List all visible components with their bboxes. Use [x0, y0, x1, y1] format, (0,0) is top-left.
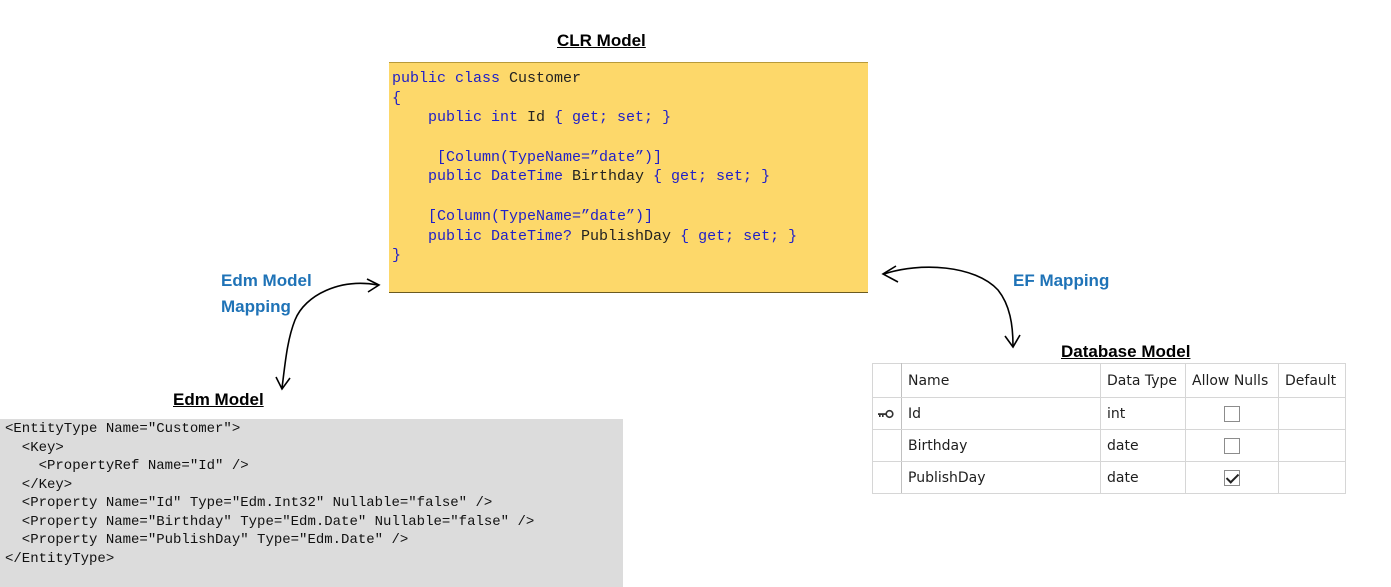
xml-line: <Property Name="Birthday" Type="Edm.Date…: [5, 513, 535, 530]
default-cell[interactable]: [1278, 429, 1346, 462]
code-line: [392, 128, 868, 148]
allow-nulls-checkbox[interactable]: [1224, 405, 1240, 422]
code-token: }: [392, 247, 402, 265]
column-header-default[interactable]: Default: [1278, 363, 1346, 398]
xml-line: <Property Name="Id" Type="Edm.Int32" Nul…: [5, 495, 493, 511]
allow-nulls-cell: [1185, 461, 1279, 494]
key-icon: [878, 409, 894, 418]
code-token: public int: [392, 109, 528, 127]
code-token: Id: [527, 109, 555, 127]
table-header-row: Name Data Type Allow Nulls Default: [872, 363, 1346, 398]
arrow-head-icon: [275, 376, 291, 391]
allow-nulls-cell: [1185, 429, 1279, 462]
code-token: public class: [392, 70, 510, 87]
database-model-heading: Database Model: [1061, 342, 1191, 361]
code-token: public DateTime: [392, 168, 573, 186]
xml-line: <EntityType Name="Customer">: [5, 421, 241, 437]
default-cell[interactable]: [1278, 461, 1346, 494]
default-cell[interactable]: [1278, 397, 1346, 430]
xml-line: <Property Name="PublishDay" Type="Edm.Da…: [5, 532, 409, 548]
code-token: { get; set; }: [680, 227, 798, 245]
code-token: [Column(TypeName=”date”)]: [392, 148, 663, 166]
data-type-cell[interactable]: date: [1100, 429, 1186, 462]
arrow-head-icon: [1004, 334, 1021, 349]
xml-line: <Key>: [5, 439, 64, 456]
code-line: [Column(TypeName=”date”)]: [392, 148, 868, 168]
allow-nulls-checkbox[interactable]: [1224, 437, 1240, 454]
edm-xml-block: <EntityType Name="Customer"> <Key> <Prop…: [0, 419, 623, 587]
row-key-cell[interactable]: [872, 461, 902, 494]
row-key-cell[interactable]: [872, 429, 902, 462]
code-line: {: [392, 89, 868, 109]
clr-code-block: public class Customer{ public int Id { g…: [389, 62, 868, 293]
xml-line: </EntityType>: [5, 550, 115, 567]
column-name-cell[interactable]: Birthday: [901, 429, 1101, 462]
xml-line: </Key>: [5, 476, 73, 493]
allow-nulls-cell: [1185, 397, 1279, 430]
code-token: Birthday: [572, 168, 654, 186]
row-key-cell[interactable]: [872, 397, 902, 430]
code-token: {: [392, 89, 402, 107]
code-line: [392, 187, 868, 207]
code-token: public DateTime?: [392, 227, 582, 245]
allow-nulls-checkbox[interactable]: [1224, 469, 1240, 486]
code-line: public class Customer: [392, 69, 868, 89]
key-column-header: [872, 363, 902, 398]
column-header-name[interactable]: Name: [901, 363, 1101, 398]
column-name-cell[interactable]: Id: [901, 397, 1101, 430]
arrow-head-icon: [366, 278, 381, 293]
code-token: [Column(TypeName=”date”)]: [392, 207, 654, 225]
code-token: { get; set; }: [653, 168, 771, 186]
edm-model-heading: Edm Model: [173, 390, 264, 409]
column-name-cell[interactable]: PublishDay: [901, 461, 1101, 494]
edm-mapping-label: Edm Model Mapping: [221, 268, 312, 320]
ef-mapping-arrow: [883, 266, 1014, 347]
column-header-allow-nulls[interactable]: Allow Nulls: [1185, 363, 1279, 398]
edm-mapping-label-line-1: Edm Model: [221, 271, 312, 290]
column-header-data-type[interactable]: Data Type: [1100, 363, 1186, 398]
ef-mapping-label: EF Mapping: [1013, 271, 1110, 290]
code-line: public DateTime Birthday { get; set; }: [392, 167, 868, 187]
arrow-head-icon: [881, 265, 899, 283]
code-line: public DateTime? PublishDay { get; set; …: [392, 227, 868, 247]
code-line: public int Id { get; set; }: [392, 108, 868, 128]
code-token: Customer: [509, 70, 582, 87]
code-line: [Column(TypeName=”date”)]: [392, 207, 868, 227]
clr-model-heading: CLR Model: [557, 31, 646, 50]
xml-line: <PropertyRef Name="Id" />: [5, 458, 249, 474]
edm-mapping-label-line-2: Mapping: [221, 297, 291, 316]
code-line: }: [392, 246, 868, 266]
code-token: { get; set; }: [554, 109, 672, 127]
code-token: PublishDay: [581, 227, 681, 245]
data-type-cell[interactable]: date: [1100, 461, 1186, 494]
data-type-cell[interactable]: int: [1100, 397, 1186, 430]
edm-mapping-arrow: [281, 282, 379, 389]
